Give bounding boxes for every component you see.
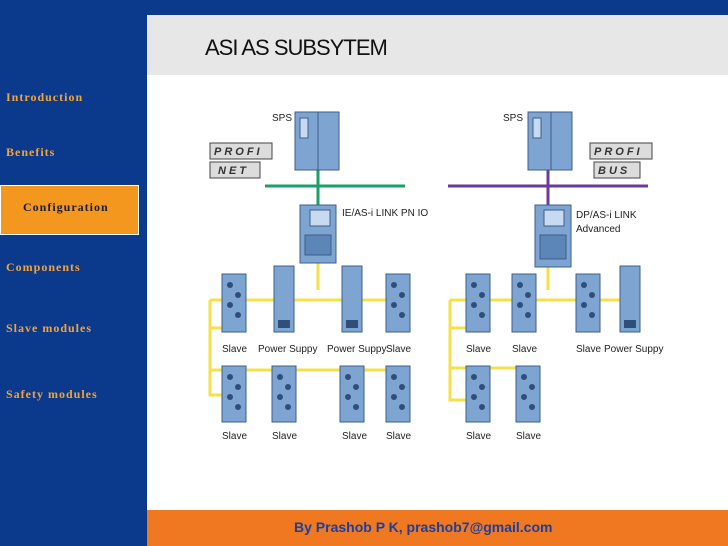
profibus-logo-top: PROFI <box>594 146 643 158</box>
slave-module <box>221 365 247 423</box>
ie-asi-link-device <box>299 204 337 264</box>
slave-module <box>465 365 491 423</box>
dp-asi-link-label-line1: DP/AS-i LINK <box>576 210 637 221</box>
profinet-logo-top: PROFI <box>214 146 263 158</box>
nav-item-configuration[interactable]: Configuration <box>0 185 139 235</box>
slide-content: ASI AS SUBSYTEM <box>147 15 728 510</box>
nav-item-benefits[interactable]: Benefits <box>6 145 56 159</box>
module-label: Slave <box>576 344 601 355</box>
module-label: Slave <box>272 431 297 442</box>
sps-controller-right <box>527 111 573 171</box>
slave-module <box>339 365 365 423</box>
nav-item-safety-modules[interactable]: Safety modules <box>6 387 98 401</box>
nav-item-slave-modules[interactable]: Slave modules <box>6 321 93 335</box>
power-supply-module <box>273 265 295 333</box>
slave-module <box>465 273 491 333</box>
module-label: Power Suppy <box>258 344 317 355</box>
slide-title: ASI AS SUBSYTEM <box>205 35 388 60</box>
module-label: Slave <box>466 431 491 442</box>
sps-label-right: SPS <box>503 113 523 124</box>
module-label: Slave <box>386 431 411 442</box>
dp-asi-link-label-line2: Advanced <box>576 224 620 235</box>
module-label: Slave <box>466 344 491 355</box>
profibus-logo-bottom: BUS <box>598 165 630 177</box>
module-label: Slave <box>516 431 541 442</box>
slave-module <box>271 365 297 423</box>
slave-module <box>515 365 541 423</box>
slave-module <box>221 273 247 333</box>
profibus-logo: PROFI BUS <box>589 142 653 179</box>
nav-item-configuration-label: Configuration <box>23 200 109 214</box>
slave-module <box>575 273 601 333</box>
sidebar: Introduction Benefits Configuration Comp… <box>0 0 147 546</box>
nav-item-components[interactable]: Components <box>6 260 81 274</box>
dp-asi-link-device <box>534 204 572 268</box>
sps-controller-left <box>294 111 340 171</box>
ie-asi-link-label: IE/AS-i LINK PN IO <box>342 208 428 219</box>
module-label: Power Suppy <box>604 344 663 355</box>
module-label: Slave <box>386 344 411 355</box>
slave-module <box>511 273 537 333</box>
module-label: Slave <box>222 431 247 442</box>
module-label: Power Suppy <box>327 344 386 355</box>
sps-label-left: SPS <box>272 113 292 124</box>
power-supply-module <box>619 265 641 333</box>
title-band: ASI AS SUBSYTEM <box>147 15 728 75</box>
profinet-logo-bottom: NET <box>218 165 249 177</box>
nav-item-introduction[interactable]: Introduction <box>6 90 84 104</box>
slave-module <box>385 365 411 423</box>
footer-credit: By Prashob P K, prashob7@gmail.com <box>294 519 553 535</box>
module-label: Slave <box>222 344 247 355</box>
footer-bar: By Prashob P K, prashob7@gmail.com <box>147 510 728 546</box>
module-label: Slave <box>512 344 537 355</box>
module-label: Slave <box>342 431 367 442</box>
slave-module <box>385 273 411 333</box>
profinet-logo: PROFI NET <box>209 142 273 179</box>
power-supply-module <box>341 265 363 333</box>
